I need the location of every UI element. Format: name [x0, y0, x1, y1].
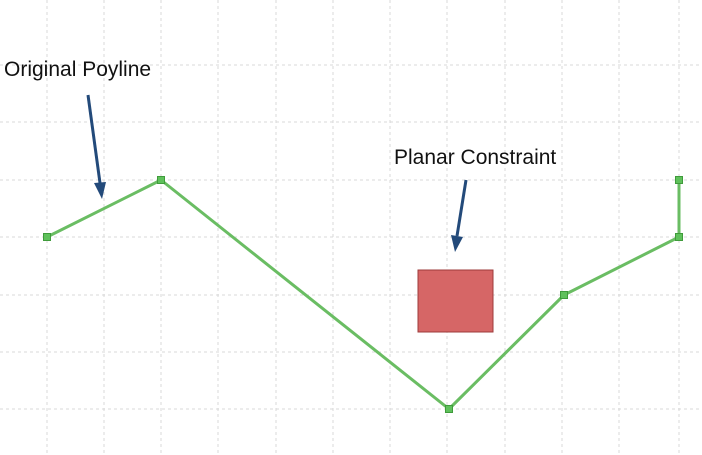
- polyline-vertex: [445, 405, 453, 413]
- original-polyline: [46, 178, 681, 411]
- planar-constraint-label: Planar Constraint: [394, 146, 557, 169]
- original-polyline-label: Original Poyline: [4, 58, 152, 81]
- polyline-vertices: [43, 176, 683, 413]
- polyline-vertex: [675, 176, 683, 184]
- planar-constraint-box: [417, 269, 494, 333]
- annotation-arrows: [86, 94, 468, 252]
- arrow-to-constraint-shaft: [455, 179, 468, 237]
- arrow-to-polyline-shaft: [86, 94, 102, 184]
- polyline-vertex: [157, 176, 165, 184]
- polyline-vertex: [43, 233, 51, 241]
- arrow-to-polyline-head: [94, 182, 106, 199]
- arrow-to-constraint-head: [451, 235, 463, 252]
- polyline-vertex: [560, 291, 568, 299]
- polyline-vertex: [675, 233, 683, 241]
